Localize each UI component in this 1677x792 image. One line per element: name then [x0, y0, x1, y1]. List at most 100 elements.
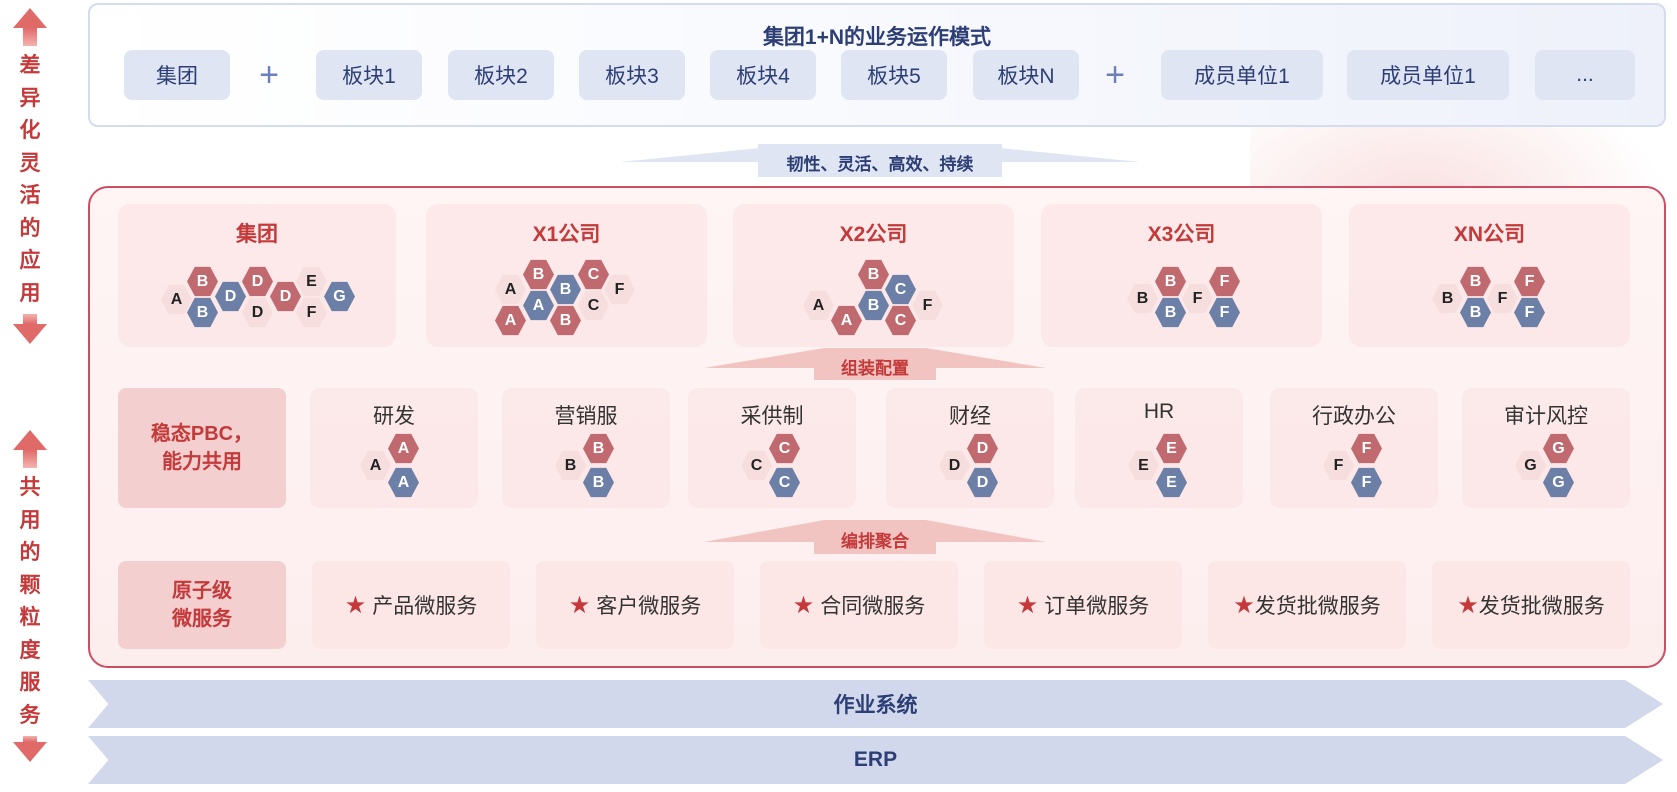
- capability-hr: HR E E E: [1075, 388, 1243, 508]
- up-arrow-icon: [13, 430, 47, 450]
- resilience-label: 韧性、灵活、高效、持续: [786, 155, 974, 174]
- service-label: 发货批微服务: [1478, 595, 1605, 618]
- service-label: 客户微服务: [596, 595, 702, 618]
- hex-b: B: [858, 259, 889, 290]
- assemble-label: 组装配置: [841, 359, 909, 378]
- service-customer: ★客户微服务: [536, 561, 734, 649]
- service-shipment-2: ★发货批微服务: [1432, 561, 1630, 649]
- hex-e: E: [1156, 467, 1187, 498]
- capability-title: 行政办公: [1312, 405, 1396, 428]
- service-product: ★产品微服务: [312, 561, 510, 649]
- service-label: 合同微服务: [820, 595, 926, 618]
- hex-a: A: [523, 290, 554, 321]
- segment-sector-3: 板块3: [579, 50, 685, 100]
- ops-system-bar: 作业系统: [88, 680, 1663, 728]
- microservice-label: 原子级 微服务: [118, 561, 286, 649]
- hex-b: B: [583, 467, 614, 498]
- service-label: 产品微服务: [372, 595, 478, 618]
- capability-admin: 行政办公 F F F: [1270, 388, 1438, 508]
- capability-title: 营销服: [554, 405, 618, 428]
- capability-title: 研发: [373, 405, 415, 428]
- star-icon: ★: [1016, 591, 1039, 619]
- hex-b: B: [523, 259, 554, 290]
- capability-audit: 审计风控 G G G: [1462, 388, 1630, 508]
- service-label: 发货批微服务: [1254, 595, 1381, 618]
- capability-marketing: 营销服 B B B: [502, 388, 670, 508]
- segment-sector-1: 板块1: [316, 50, 422, 100]
- hex-e: E: [1156, 433, 1187, 464]
- erp-bar: ERP: [88, 736, 1663, 784]
- capability-finance: 财经 D D D: [886, 388, 1054, 508]
- hex-c: C: [769, 467, 800, 498]
- star-icon: ★: [344, 591, 367, 619]
- service-shipment: ★发货批微服务: [1208, 561, 1406, 649]
- hex-b: B: [550, 274, 581, 305]
- star-icon: ★: [568, 591, 591, 619]
- company-title: X2公司: [839, 223, 908, 246]
- hex-g: G: [1543, 433, 1574, 464]
- company-title: X1公司: [532, 223, 601, 246]
- hex-c: C: [769, 433, 800, 464]
- capability-title: 审计风控: [1504, 405, 1588, 428]
- side-label-top: 差异化灵活的应用: [19, 54, 41, 305]
- capability-supply: 采供制 C C C: [688, 388, 856, 508]
- hex-d: D: [967, 433, 998, 464]
- side-differentiated: 差异化灵活的应用: [10, 8, 50, 344]
- hex-f: F: [1323, 450, 1354, 481]
- side-label-bottom: 共用的颗粒度服务: [19, 476, 41, 727]
- orchestrate-label: 编排聚合: [841, 532, 909, 551]
- side-shared: 共用的颗粒度服务: [10, 430, 50, 762]
- hex-g: G: [1515, 450, 1546, 481]
- plus-icon: +: [1105, 55, 1125, 94]
- pbc-label: 稳态PBC， 能力共用: [118, 388, 286, 508]
- up-arrow-icon: [13, 8, 47, 28]
- hex-a: A: [831, 305, 862, 336]
- company-xn: XN公司: [1349, 204, 1630, 347]
- hex-a: A: [388, 433, 419, 464]
- down-arrow-icon: [13, 742, 47, 762]
- star-icon: ★: [792, 591, 815, 619]
- orchestrate-band: [704, 520, 1046, 554]
- service-order: ★订单微服务: [984, 561, 1182, 649]
- resilience-band: [620, 144, 1140, 177]
- star-icon: ★: [1233, 591, 1255, 619]
- capability-title: 采供制: [740, 405, 804, 428]
- hex-f: F: [604, 274, 635, 305]
- hex-f: F: [912, 290, 943, 321]
- hex-c: C: [578, 259, 609, 290]
- company-title: XN公司: [1453, 223, 1526, 246]
- segment-sector-n: 板块N: [973, 50, 1079, 100]
- hex-d: D: [967, 467, 998, 498]
- segment-sector-2: 板块2: [448, 50, 554, 100]
- plus-icon: +: [259, 55, 279, 94]
- hex-f: F: [1351, 433, 1382, 464]
- segment-group: 集团: [124, 50, 230, 100]
- hex-c: C: [885, 274, 916, 305]
- company-title: X3公司: [1147, 223, 1216, 246]
- hex-e: E: [1128, 450, 1159, 481]
- hex-a: A: [803, 290, 834, 321]
- capability-title: HR: [1143, 400, 1175, 423]
- hex-g: G: [1543, 467, 1574, 498]
- operating-model-title: 集团1+N的业务运作模式: [762, 26, 992, 49]
- service-contract: ★合同微服务: [760, 561, 958, 649]
- capability-rd: 研发 A A A: [310, 388, 478, 508]
- segment-sector-4: 板块4: [710, 50, 816, 100]
- hex-a: A: [360, 450, 391, 481]
- segment-member-2: 成员单位1: [1347, 50, 1509, 100]
- down-arrow-icon: [13, 324, 47, 344]
- hex-b: B: [858, 290, 889, 321]
- company-title: 集团: [236, 223, 278, 246]
- hex-c: C: [578, 290, 609, 321]
- hex-a: A: [388, 467, 419, 498]
- segment-member-1: 成员单位1: [1161, 50, 1323, 100]
- hex-f: F: [1351, 467, 1382, 498]
- hex-c: C: [885, 305, 916, 336]
- star-icon: ★: [1457, 591, 1479, 619]
- segment-more: ...: [1535, 50, 1635, 100]
- assemble-band: [704, 348, 1046, 380]
- hex-c: C: [741, 450, 772, 481]
- hex-b: B: [583, 433, 614, 464]
- hex-d: D: [939, 450, 970, 481]
- hex-b: B: [555, 450, 586, 481]
